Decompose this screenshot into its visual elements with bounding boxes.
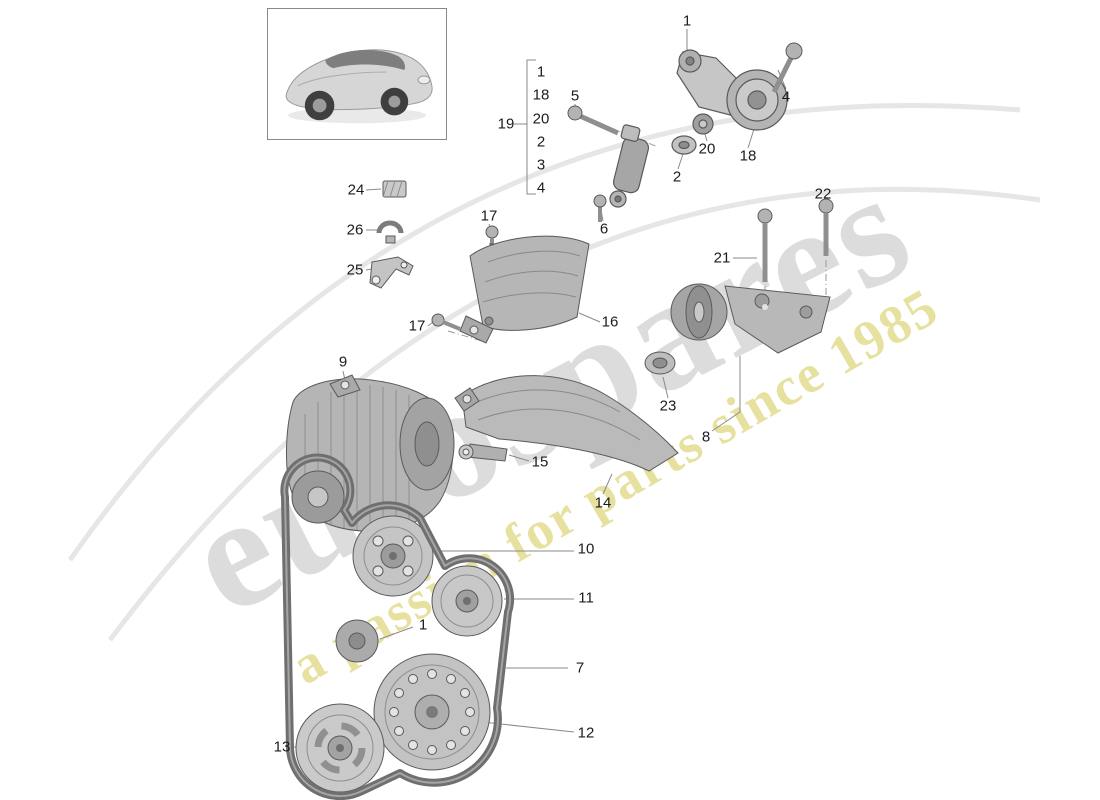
bracket-item-3[interactable]: 3 <box>536 156 546 174</box>
watermark-swoosh <box>67 102 1041 642</box>
callout-part-1-lower[interactable]: 1 <box>418 616 428 634</box>
pulley-11-part <box>431 565 503 637</box>
bolt-6-part <box>593 194 607 222</box>
bracket-item-20[interactable]: 20 <box>532 110 550 128</box>
seal-cap-23-part <box>644 351 676 375</box>
callout-part-12[interactable]: 12 <box>577 724 595 742</box>
belt-tensioner-part <box>671 49 788 155</box>
pulley-10-part <box>352 515 434 597</box>
bracket-item-2[interactable]: 2 <box>536 133 546 151</box>
bracket-25-part <box>369 256 414 289</box>
callout-part-16[interactable]: 16 <box>601 313 619 331</box>
bracket-15-part <box>458 443 508 462</box>
vehicle-thumbnail[interactable] <box>267 8 447 140</box>
bolt-4-part <box>771 42 803 94</box>
bolt-17-left-part <box>431 313 461 331</box>
bracket-item-1[interactable]: 1 <box>536 63 546 81</box>
bracket-8-part <box>724 285 831 354</box>
vehicle-image <box>285 49 433 124</box>
callout-part-1-upper[interactable]: 1 <box>682 12 692 30</box>
callout-part-18[interactable]: 18 <box>739 147 757 165</box>
callout-part-2[interactable]: 2 <box>672 168 682 186</box>
callout-part-5[interactable]: 5 <box>570 87 580 105</box>
callout-part-20[interactable]: 20 <box>698 140 716 158</box>
clip-24-part <box>382 180 407 198</box>
bolt-22-part <box>818 198 834 256</box>
callout-part-4[interactable]: 4 <box>781 88 791 106</box>
callout-part-14[interactable]: 14 <box>594 494 612 512</box>
tensioner-roller-1-lower-part <box>335 619 379 663</box>
callout-part-13[interactable]: 13 <box>273 738 291 756</box>
bracket-item-18[interactable]: 18 <box>532 86 550 104</box>
v-ribbed-belt-7-part <box>280 453 514 800</box>
callout-part-26[interactable]: 26 <box>346 221 364 239</box>
callout-part-7[interactable]: 7 <box>575 659 585 677</box>
callout-part-8[interactable]: 8 <box>701 428 711 446</box>
callout-part-24[interactable]: 24 <box>347 181 365 199</box>
callout-part-10[interactable]: 10 <box>577 540 595 558</box>
pulley-13-part <box>295 703 385 793</box>
callout-part-25[interactable]: 25 <box>346 261 364 279</box>
callout-part-15[interactable]: 15 <box>531 453 549 471</box>
tensioner-damper-part <box>609 124 650 208</box>
callout-part-17-left[interactable]: 17 <box>408 317 426 335</box>
idler-roller-23-part <box>670 283 728 341</box>
callout-part-22[interactable]: 22 <box>814 185 832 203</box>
callout-part-21[interactable]: 21 <box>713 249 731 267</box>
clamp-26-part <box>376 220 404 244</box>
callout-part-23[interactable]: 23 <box>659 397 677 415</box>
cover-14-part <box>454 375 679 472</box>
callout-part-6[interactable]: 6 <box>599 220 609 238</box>
callout-part-17-upper[interactable]: 17 <box>480 207 498 225</box>
alternator-9-part <box>286 374 455 532</box>
callout-part-11[interactable]: 11 <box>578 589 594 607</box>
bolt-5-part <box>567 105 620 136</box>
bolt-21-part <box>757 208 773 282</box>
callout-part-19[interactable]: 19 <box>497 115 515 133</box>
crank-pulley-12-part <box>373 653 491 771</box>
callout-part-9[interactable]: 9 <box>338 353 348 371</box>
heat-shield-16-part <box>459 235 590 344</box>
bracket-item-4[interactable]: 4 <box>536 179 546 197</box>
